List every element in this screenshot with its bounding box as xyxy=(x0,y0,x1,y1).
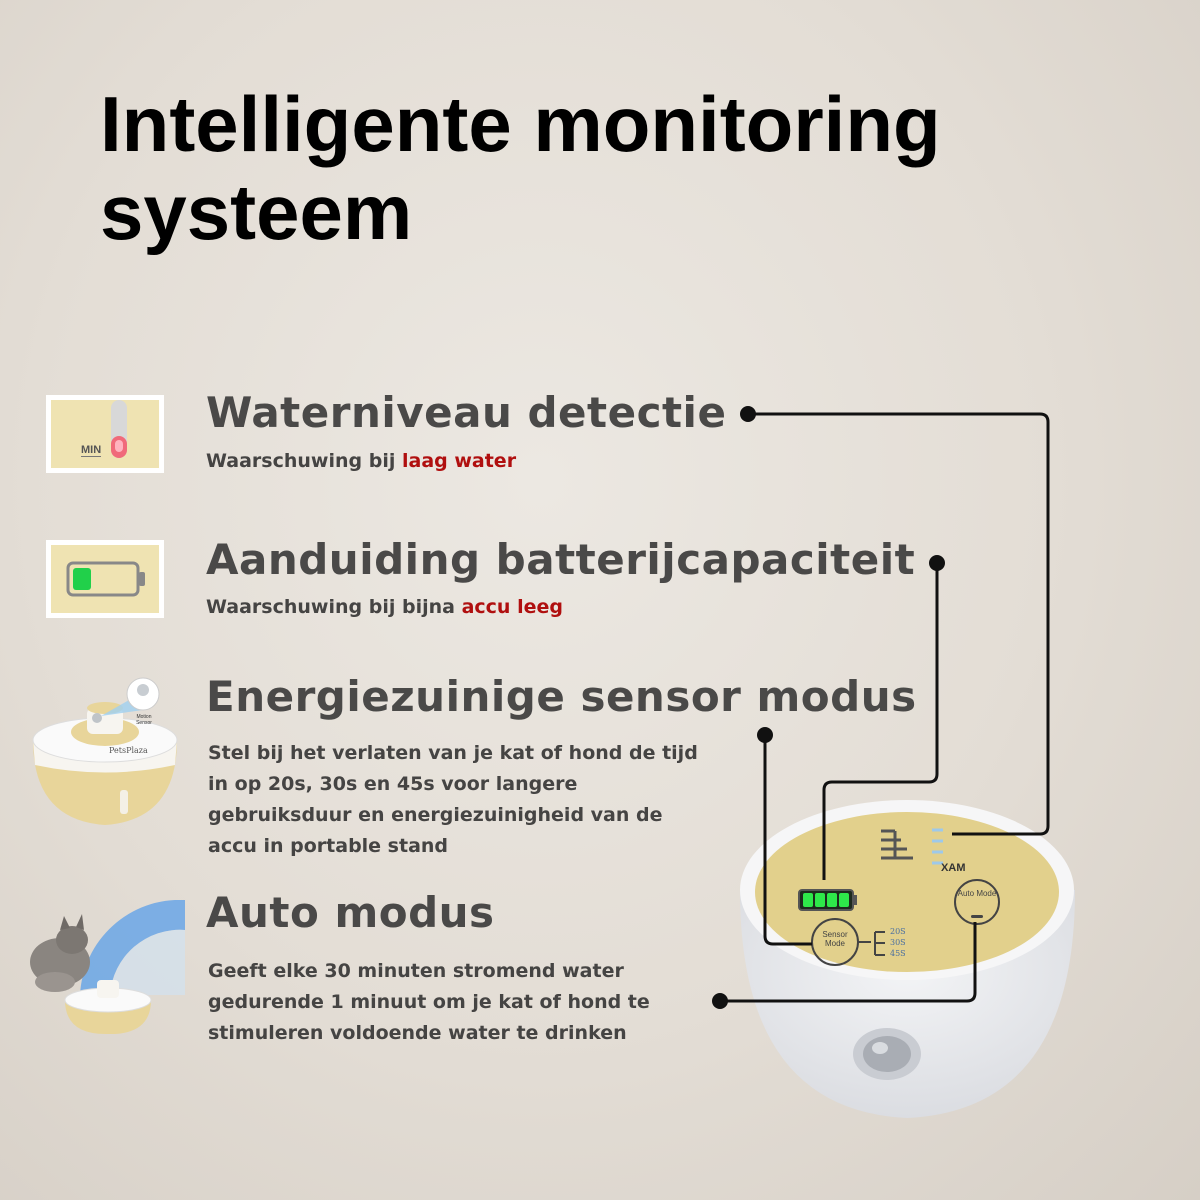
feature-title-sensor-mode: Energiezuinige sensor modus xyxy=(206,672,917,721)
feature-title-battery: Aanduiding batterijcapaciteit xyxy=(206,535,916,584)
feature-title-water-level: Waterniveau detectie xyxy=(206,388,727,437)
connector-dot-water-level xyxy=(740,406,756,422)
timer-options: 20S 30S 45S xyxy=(890,926,906,959)
feature-description-sensor-mode: Stel bij het verlaten van je kat of hond… xyxy=(208,742,698,857)
max-label: MAX xyxy=(941,862,966,874)
connector-dot-battery xyxy=(929,555,945,571)
timer-option-45s: 45S xyxy=(890,949,906,958)
brand-label: PetsPlaza xyxy=(109,746,148,755)
connector-dot-auto-mode xyxy=(712,993,728,1009)
feature-subtitle-battery: Waarschuwing bij bijna accu leeg xyxy=(206,596,563,618)
auto-mode-button[interactable]: Auto Mode xyxy=(957,889,997,898)
connector-water-level xyxy=(748,412,1050,836)
timer-option-20s: 20S xyxy=(890,927,906,936)
feature-description-auto-mode: Geeft elke 30 minuten stromend water ged… xyxy=(208,960,650,1044)
connector-dot-sensor-mode xyxy=(757,727,773,743)
fountain-sensor-icon: PetsPlaza Motion Sensor xyxy=(25,670,185,830)
warning-text: accu leeg xyxy=(461,596,563,618)
cat-fountain-icon xyxy=(20,900,195,1035)
page-title: Intelligente monitoring systeem xyxy=(100,80,941,256)
battery-icon xyxy=(46,540,164,618)
sensor-mode-button[interactable]: Sensor Mode xyxy=(822,930,848,948)
subtitle-text: Waarschuwing bij bijna xyxy=(206,596,455,618)
water-level-icon: MIN xyxy=(46,395,164,473)
motion-sensor-label: Motion Sensor xyxy=(136,714,152,726)
warning-text: laag water xyxy=(401,450,517,472)
feature-title-auto-mode: Auto modus xyxy=(206,888,495,937)
timer-option-30s: 30S xyxy=(890,938,906,947)
min-label: MIN xyxy=(81,444,102,457)
device-panel: MAX Sensor Mode Auto Mode 20S 30S 45S xyxy=(735,790,1080,1120)
subtitle-text: Waarschuwing bij xyxy=(206,450,396,472)
feature-subtitle-water-level: Waarschuwing bij laag water xyxy=(206,450,516,472)
